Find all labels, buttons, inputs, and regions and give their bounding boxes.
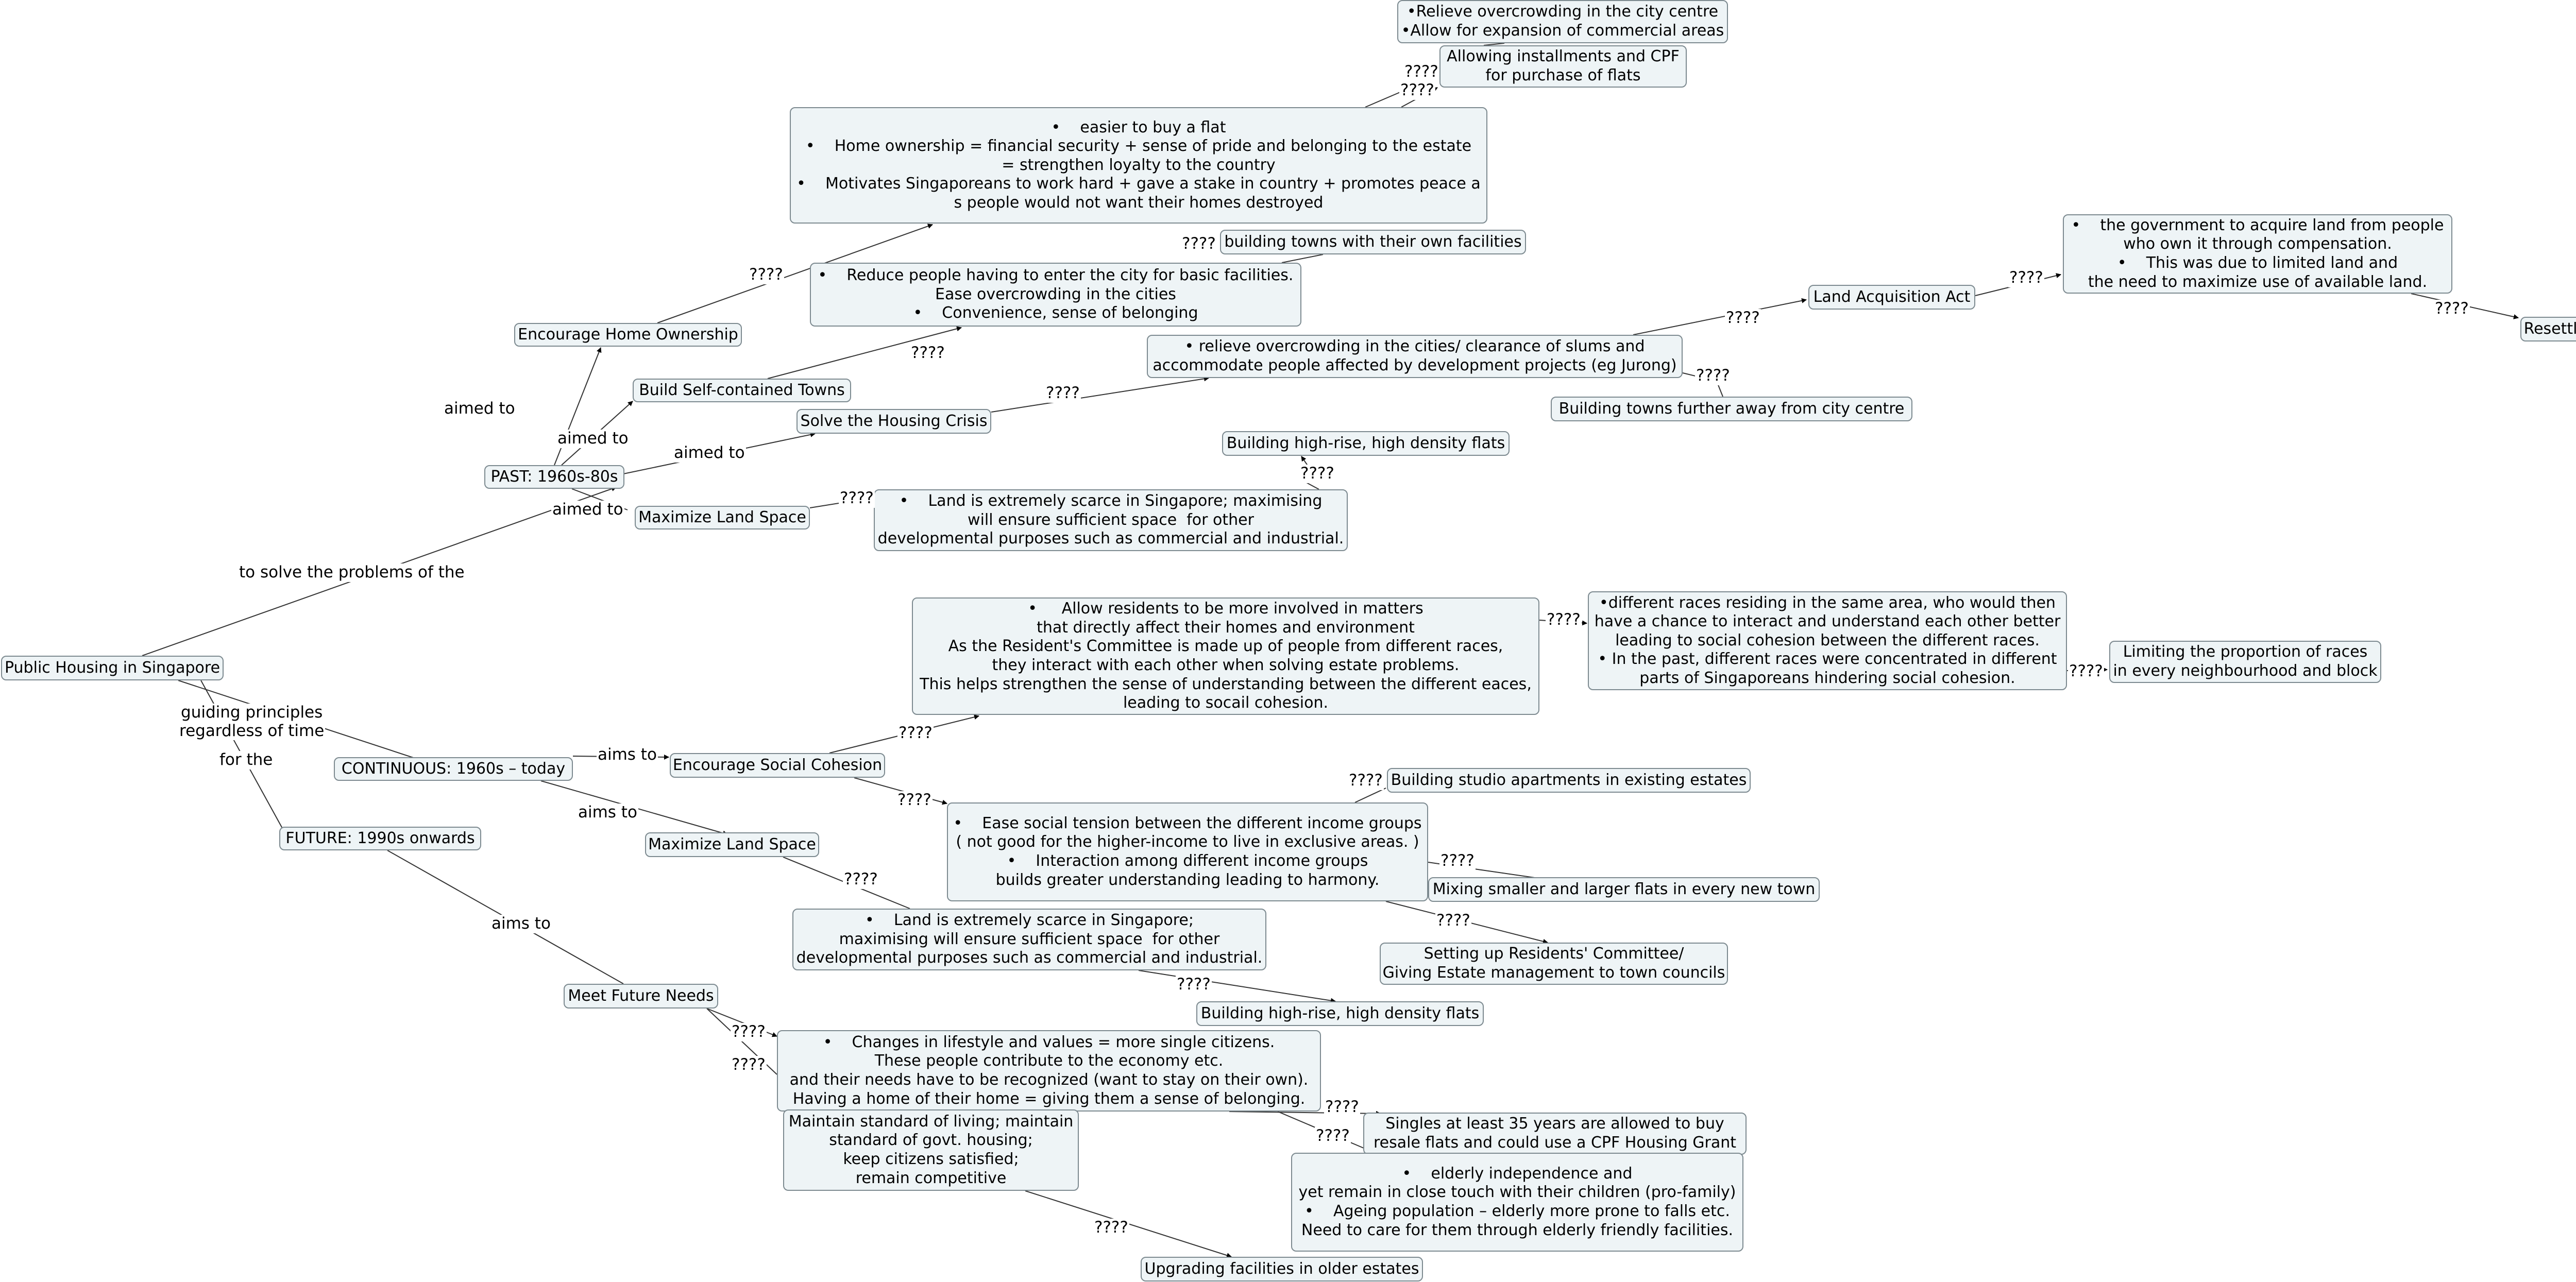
node-resettlement[interactable]: Resettlement [2520, 317, 2576, 341]
edge-label-q-25: ???? [1315, 1126, 1351, 1146]
edge-label-guiding-principles: guiding principles regardless of time [178, 703, 326, 741]
node-solve-housing-crisis[interactable]: Solve the Housing Crisis [796, 409, 991, 434]
connector-line-29 [1354, 788, 1386, 803]
node-continuous-1960s-today[interactable]: CONTINUOUS: 1960s – today [334, 757, 573, 781]
node-encourage-social-cohesion[interactable]: Encourage Social Cohesion [670, 753, 885, 778]
node-studio-apartments[interactable]: Building studio apartments in existing e… [1387, 768, 1751, 793]
edge-label-q-26: ???? [1093, 1218, 1129, 1237]
edge-label-q-01: ???? [748, 265, 784, 284]
edge-label-aimed-to-4: aimed to [551, 500, 624, 519]
node-maximize-land-space-cont[interactable]: Maximize Land Space [645, 832, 819, 857]
connector-line-33 [1138, 970, 1336, 1003]
node-future-1990s-onwards[interactable]: FUTURE: 1990s onwards [279, 827, 481, 850]
node-land-acquisition-desc[interactable]: • the government to acquire land from pe… [2063, 214, 2452, 294]
edge-label-q-23: ???? [731, 1055, 767, 1074]
edge-label-q-12: ???? [839, 489, 875, 508]
edge-label-q-03: ???? [1399, 81, 1435, 100]
node-upgrading-facilities[interactable]: Upgrading facilities in older estates [1141, 1257, 1423, 1281]
node-build-self-contained-towns[interactable]: Build Self-contained Towns [633, 379, 851, 402]
connector-line-21 [1305, 482, 1319, 490]
connector-line-12 [767, 326, 962, 379]
connector-line-8 [657, 224, 933, 323]
node-self-contained-desc[interactable]: • Reduce people having to enter the city… [810, 263, 1301, 327]
node-past-1960s-80s[interactable]: PAST: 1960s-80s [484, 465, 624, 489]
node-races-same-area[interactable]: •different races residing in the same ar… [1588, 591, 2067, 690]
edge-label-q-06: ???? [1045, 384, 1081, 403]
edge-label-aims-to-3: aims to [490, 914, 552, 933]
node-mixing-flats[interactable]: Mixing smaller and larger flats in every… [1428, 877, 1820, 902]
node-elderly-independence[interactable]: • elderly independence and yet remain in… [1291, 1153, 1743, 1252]
edge-label-for-the: for the [218, 750, 274, 770]
node-lifestyle-changes[interactable]: • Changes in lifestyle and values = more… [777, 1030, 1321, 1112]
connector-line-14 [991, 376, 1209, 413]
node-maintain-standard[interactable]: Maintain standard of living; maintain st… [783, 1109, 1079, 1191]
edge-label-aims-to-1: aims to [597, 745, 658, 764]
edge-label-q-15: ???? [2068, 662, 2104, 681]
connector-line-15 [1633, 298, 1807, 335]
edge-label-q-18: ???? [1439, 851, 1476, 870]
edge-label-q-22: ???? [731, 1022, 767, 1041]
node-limiting-races[interactable]: Limiting the proportion of races in ever… [2109, 641, 2381, 683]
edge-label-q-17: ???? [1348, 771, 1384, 790]
node-relieve-overcrowding-city-centre[interactable]: •Relieve overcrowding in the city centre… [1397, 0, 1728, 43]
edge-label-q-13: ???? [897, 724, 934, 743]
node-home-ownership-desc[interactable]: • easier to buy a flat • Home ownership … [790, 107, 1487, 224]
node-highrise-flats-past[interactable]: Building high-rise, high density flats [1222, 431, 1510, 456]
node-highrise-flats-cont[interactable]: Building high-rise, high density flats [1196, 1001, 1484, 1026]
node-land-scarce-cont[interactable]: • Land is extremely scarce in Singapore;… [792, 909, 1266, 970]
edge-label-q-24: ???? [1324, 1098, 1360, 1117]
node-land-scarce-past[interactable]: • Land is extremely scarce in Singapore;… [874, 489, 1348, 551]
edge-label-aimed-to-1: aimed to [443, 399, 516, 418]
edge-label-aims-to-2: aims to [577, 803, 638, 822]
node-towns-own-facilities[interactable]: building towns with their own facilities [1220, 230, 1526, 254]
node-allowing-installments-cpf[interactable]: Allowing installments and CPF for purcha… [1439, 45, 1687, 88]
connector-line-13 [1281, 254, 1324, 263]
edge-label-aimed-to-3: aimed to [673, 443, 746, 463]
edge-label-q-05: ???? [1181, 234, 1217, 253]
edge-label-q-08: ???? [2008, 268, 2044, 287]
node-maximize-land-space-past[interactable]: Maximize Land Space [635, 506, 810, 529]
edge-label-q-04: ???? [910, 344, 946, 363]
node-singles-35[interactable]: Singles at least 35 years are allowed to… [1363, 1113, 1747, 1155]
edge-label-q-07: ???? [1725, 309, 1761, 328]
node-land-acquisition-act[interactable]: Land Acquisition Act [1808, 285, 1975, 310]
edge-label-to-solve: to solve the problems of the [238, 563, 466, 582]
edge-label-q-14: ???? [1546, 610, 1582, 629]
node-towns-further-away[interactable]: Building towns further away from city ce… [1551, 397, 1912, 421]
edge-label-q-19: ???? [1435, 911, 1471, 930]
node-encourage-home-ownership[interactable]: Encourage Home Ownership [514, 323, 742, 347]
edge-label-q-10: ???? [1695, 366, 1731, 385]
edge-label-q-09: ???? [2434, 299, 2470, 318]
node-income-tension[interactable]: • Ease social tension between the differ… [947, 802, 1428, 901]
edge-label-q-02: ???? [1403, 62, 1439, 81]
node-housing-crisis-desc[interactable]: • relieve overcrowding in the cities/ cl… [1147, 335, 1683, 378]
edge-label-q-21: ???? [1176, 975, 1212, 994]
edge-label-q-20: ???? [843, 870, 879, 889]
edge-label-q-11: ???? [1299, 464, 1335, 483]
node-residents-committee[interactable]: Setting up Residents' Committee/ Giving … [1380, 943, 1728, 985]
node-residents-involved[interactable]: • Allow residents to be more involved in… [912, 597, 1539, 715]
edge-label-aimed-to-2: aimed to [556, 429, 630, 448]
connector-line-11 [1483, 43, 1505, 46]
edge-label-q-16: ???? [896, 791, 933, 810]
node-meet-future-needs[interactable]: Meet Future Needs [564, 984, 718, 1008]
node-public-housing[interactable]: Public Housing in Singapore [1, 656, 224, 680]
